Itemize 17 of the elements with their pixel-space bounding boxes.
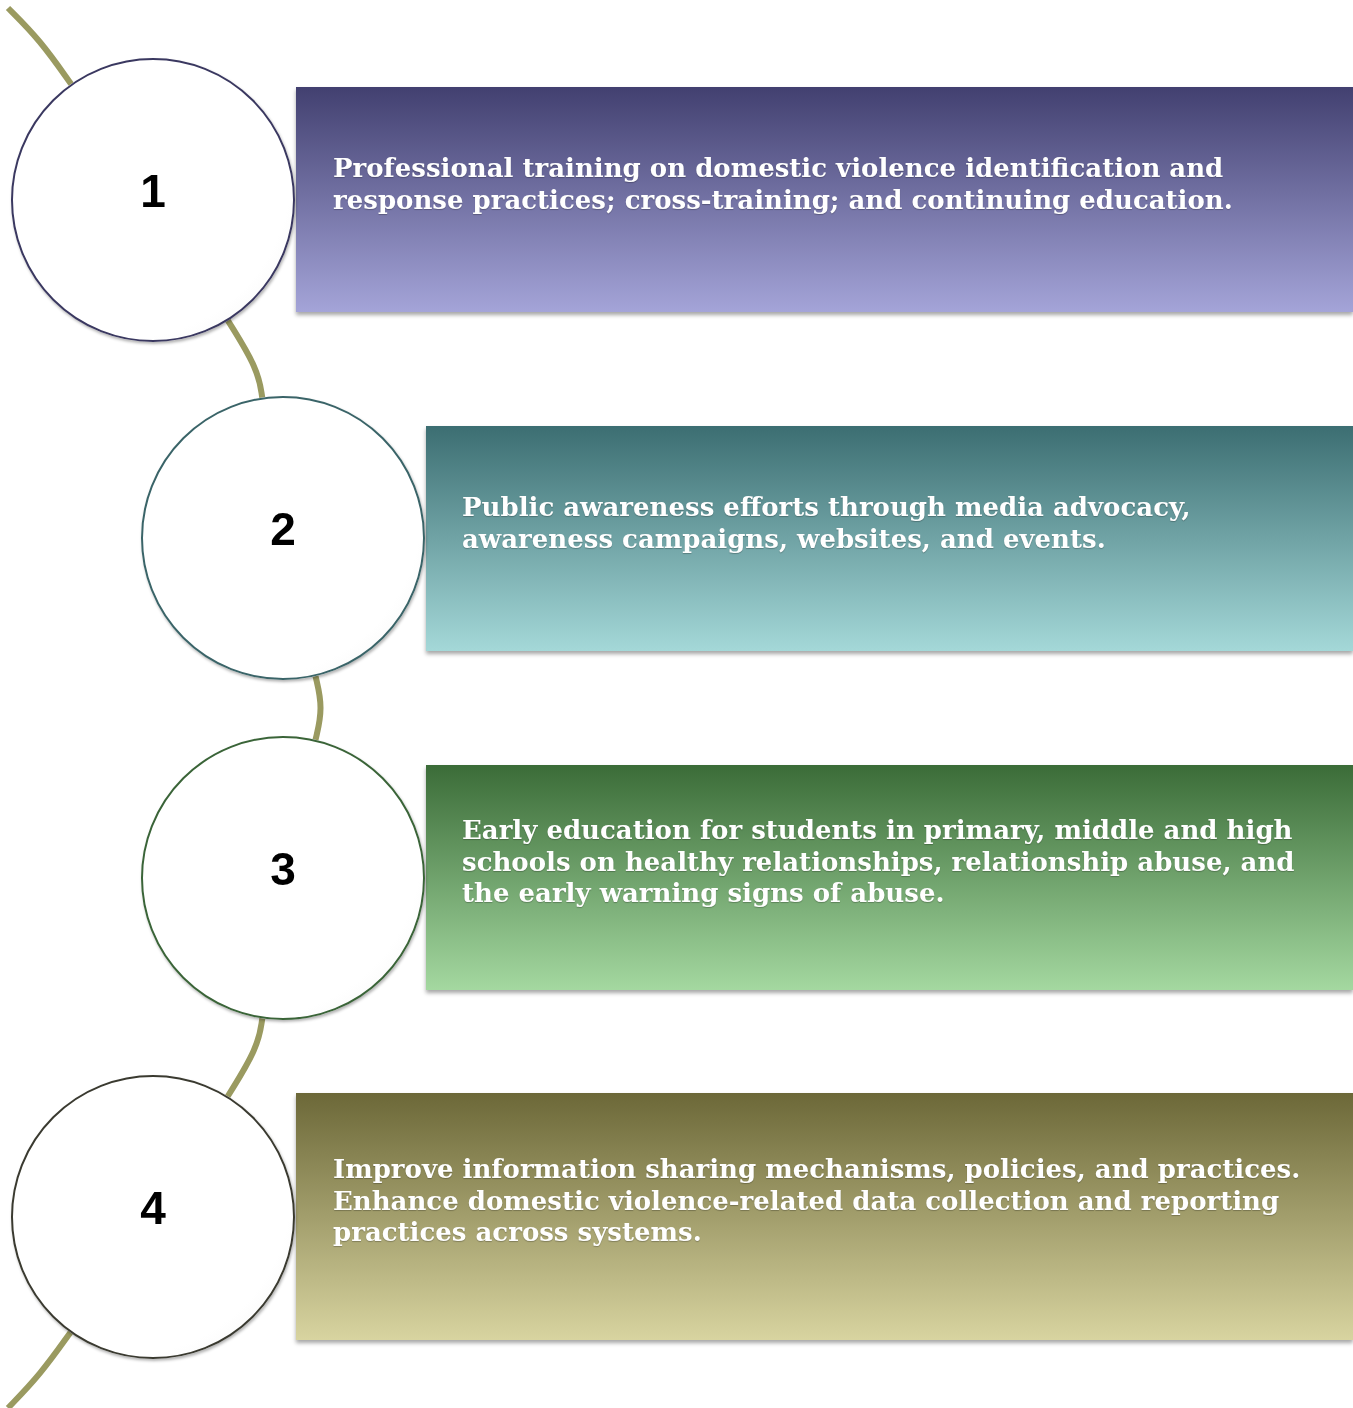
item-text: Professional training on domestic violence identification and response practices; cross-training; and continuing education. [333,152,1234,217]
step-number: 3 [270,842,296,896]
item-text: Public awareness efforts through media advocacy, awareness campaigns, websites, and events. [462,491,1192,556]
connector-line [225,1018,266,1098]
step-number: 2 [270,502,296,556]
banner-box [426,765,1353,990]
step-number: 1 [140,164,166,218]
banner-box [296,87,1353,312]
connector-line [5,1330,73,1408]
item-text: Improve information sharing mechanisms, policies, and practices. Enhance domestic violence-related data collection and reporting practices across systems. [333,1153,1302,1250]
step-number: 4 [140,1181,166,1235]
banner-box [426,426,1353,651]
connector-line [312,675,324,741]
connector-line [5,5,74,86]
connector-line [225,319,266,398]
item-text: Early education for students in primary, middle and high schools on healthy relationships, relationship abuse, and the early warning signs of abuse. [462,814,1296,911]
banner-box [296,1093,1353,1340]
